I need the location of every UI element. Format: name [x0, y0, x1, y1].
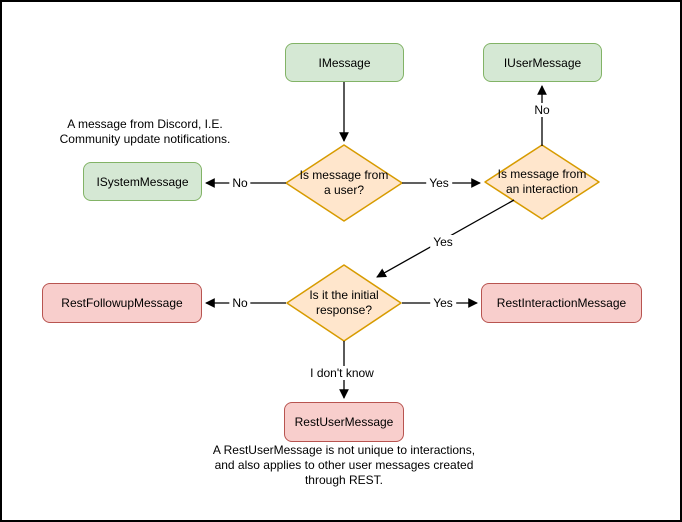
node-imessage-label: IMessage	[318, 55, 371, 70]
edge-label-initial-no: No	[229, 296, 251, 310]
edge-label-user-yes: Yes	[426, 176, 452, 190]
decision-initial-response-line1: Is it the initial	[309, 288, 379, 302]
note-rest-user-message-line3: through REST.	[304, 473, 384, 487]
node-restusermessage: RestUserMessage	[284, 402, 404, 442]
node-restfollowupmessage-label: RestFollowupMessage	[61, 296, 183, 310]
node-restfollowupmessage: RestFollowupMessage	[42, 283, 202, 323]
edge-label-user-no: No	[229, 176, 251, 190]
edge-label-interaction-no: No	[531, 103, 553, 117]
node-restinteractionmessage-label: RestInteractionMessage	[496, 296, 627, 310]
decision-from-user-label: Is message from a user?	[284, 168, 404, 198]
node-imessage: IMessage	[285, 43, 404, 82]
note-rest-user-message-line1: A RestUserMessage is not unique to inter…	[212, 443, 476, 457]
node-restinteractionmessage: RestInteractionMessage	[481, 283, 642, 323]
node-isystemmessage-label: ISystemMessage	[96, 174, 189, 189]
note-system-message-line1: A message from Discord, I.E.	[67, 117, 223, 131]
node-isystemmessage: ISystemMessage	[83, 162, 202, 201]
decision-initial-response-line2: response?	[315, 303, 373, 317]
node-restusermessage-label: RestUserMessage	[294, 415, 394, 429]
edge-label-interaction-yes: Yes	[430, 235, 456, 249]
edge-label-initial-yes: Yes	[430, 296, 456, 310]
decision-from-interaction-line1: Is message from	[497, 167, 587, 181]
decision-initial-response-label: Is it the initial response?	[284, 288, 404, 318]
node-iusermessage-label: IUserMessage	[503, 55, 582, 70]
edge-label-initial-unknown: I don't know	[307, 366, 377, 380]
note-system-message: A message from Discord, I.E. Community u…	[25, 117, 265, 147]
decision-from-interaction-line2: an interaction	[505, 182, 579, 196]
node-iusermessage: IUserMessage	[483, 43, 602, 82]
note-rest-user-message-line2: and also applies to other user messages …	[214, 458, 474, 472]
decision-from-user-line1: Is message from	[299, 168, 389, 182]
note-system-message-line2: Community update notifications.	[59, 132, 231, 146]
decision-from-user-line2: a user?	[323, 183, 365, 197]
decision-from-interaction-label: Is message from an interaction	[482, 167, 602, 197]
note-rest-user-message: A RestUserMessage is not unique to inter…	[164, 443, 524, 488]
decision-initial-response-shape	[286, 264, 402, 342]
